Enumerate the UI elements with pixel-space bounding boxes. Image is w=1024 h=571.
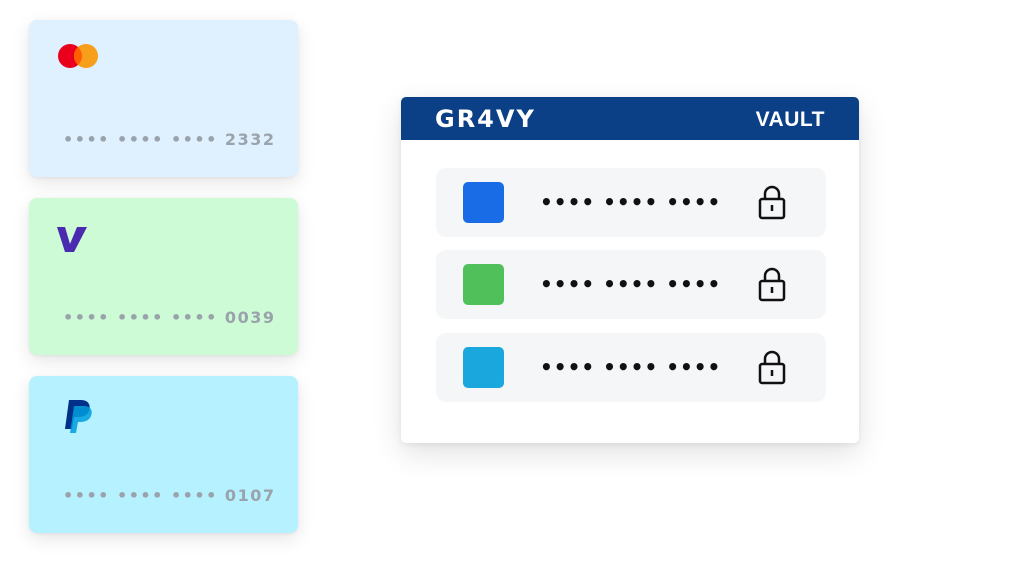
card-color-swatch: [463, 264, 504, 305]
card-number: •••• •••• •••• 2332: [63, 130, 276, 149]
lock-icon: [757, 349, 787, 390]
card-color-swatch: [463, 182, 504, 223]
venmo-icon: [55, 224, 91, 259]
card-color-swatch: [463, 347, 504, 388]
card-number: •••• •••• •••• 0039: [63, 308, 276, 327]
masked-card-number: •••• •••• ••••: [540, 272, 722, 296]
vault-row[interactable]: •••• •••• ••••: [436, 333, 826, 402]
vault-row[interactable]: •••• •••• ••••: [436, 168, 826, 237]
card-number: •••• •••• •••• 0107: [63, 486, 276, 505]
masked-card-number: •••• •••• ••••: [540, 190, 722, 214]
vault-header: GR4VY VAULT: [401, 97, 859, 140]
vault-row[interactable]: •••• •••• ••••: [436, 250, 826, 319]
vault-title: VAULT: [755, 108, 825, 131]
lock-icon: [757, 184, 787, 225]
lock-icon: [757, 266, 787, 307]
gr4vy-logo: GR4VY: [435, 105, 536, 133]
payment-card-mastercard[interactable]: •••• •••• •••• 2332: [29, 20, 298, 177]
payment-card-paypal[interactable]: •••• •••• •••• 0107: [29, 376, 298, 533]
masked-card-number: •••• •••• ••••: [540, 355, 722, 379]
payment-card-venmo[interactable]: •••• •••• •••• 0039: [29, 198, 298, 355]
paypal-icon: [63, 398, 95, 439]
vault-panel: GR4VY VAULT •••• •••• •••• •••• •••• •••…: [401, 97, 859, 443]
mastercard-icon: [57, 42, 101, 75]
